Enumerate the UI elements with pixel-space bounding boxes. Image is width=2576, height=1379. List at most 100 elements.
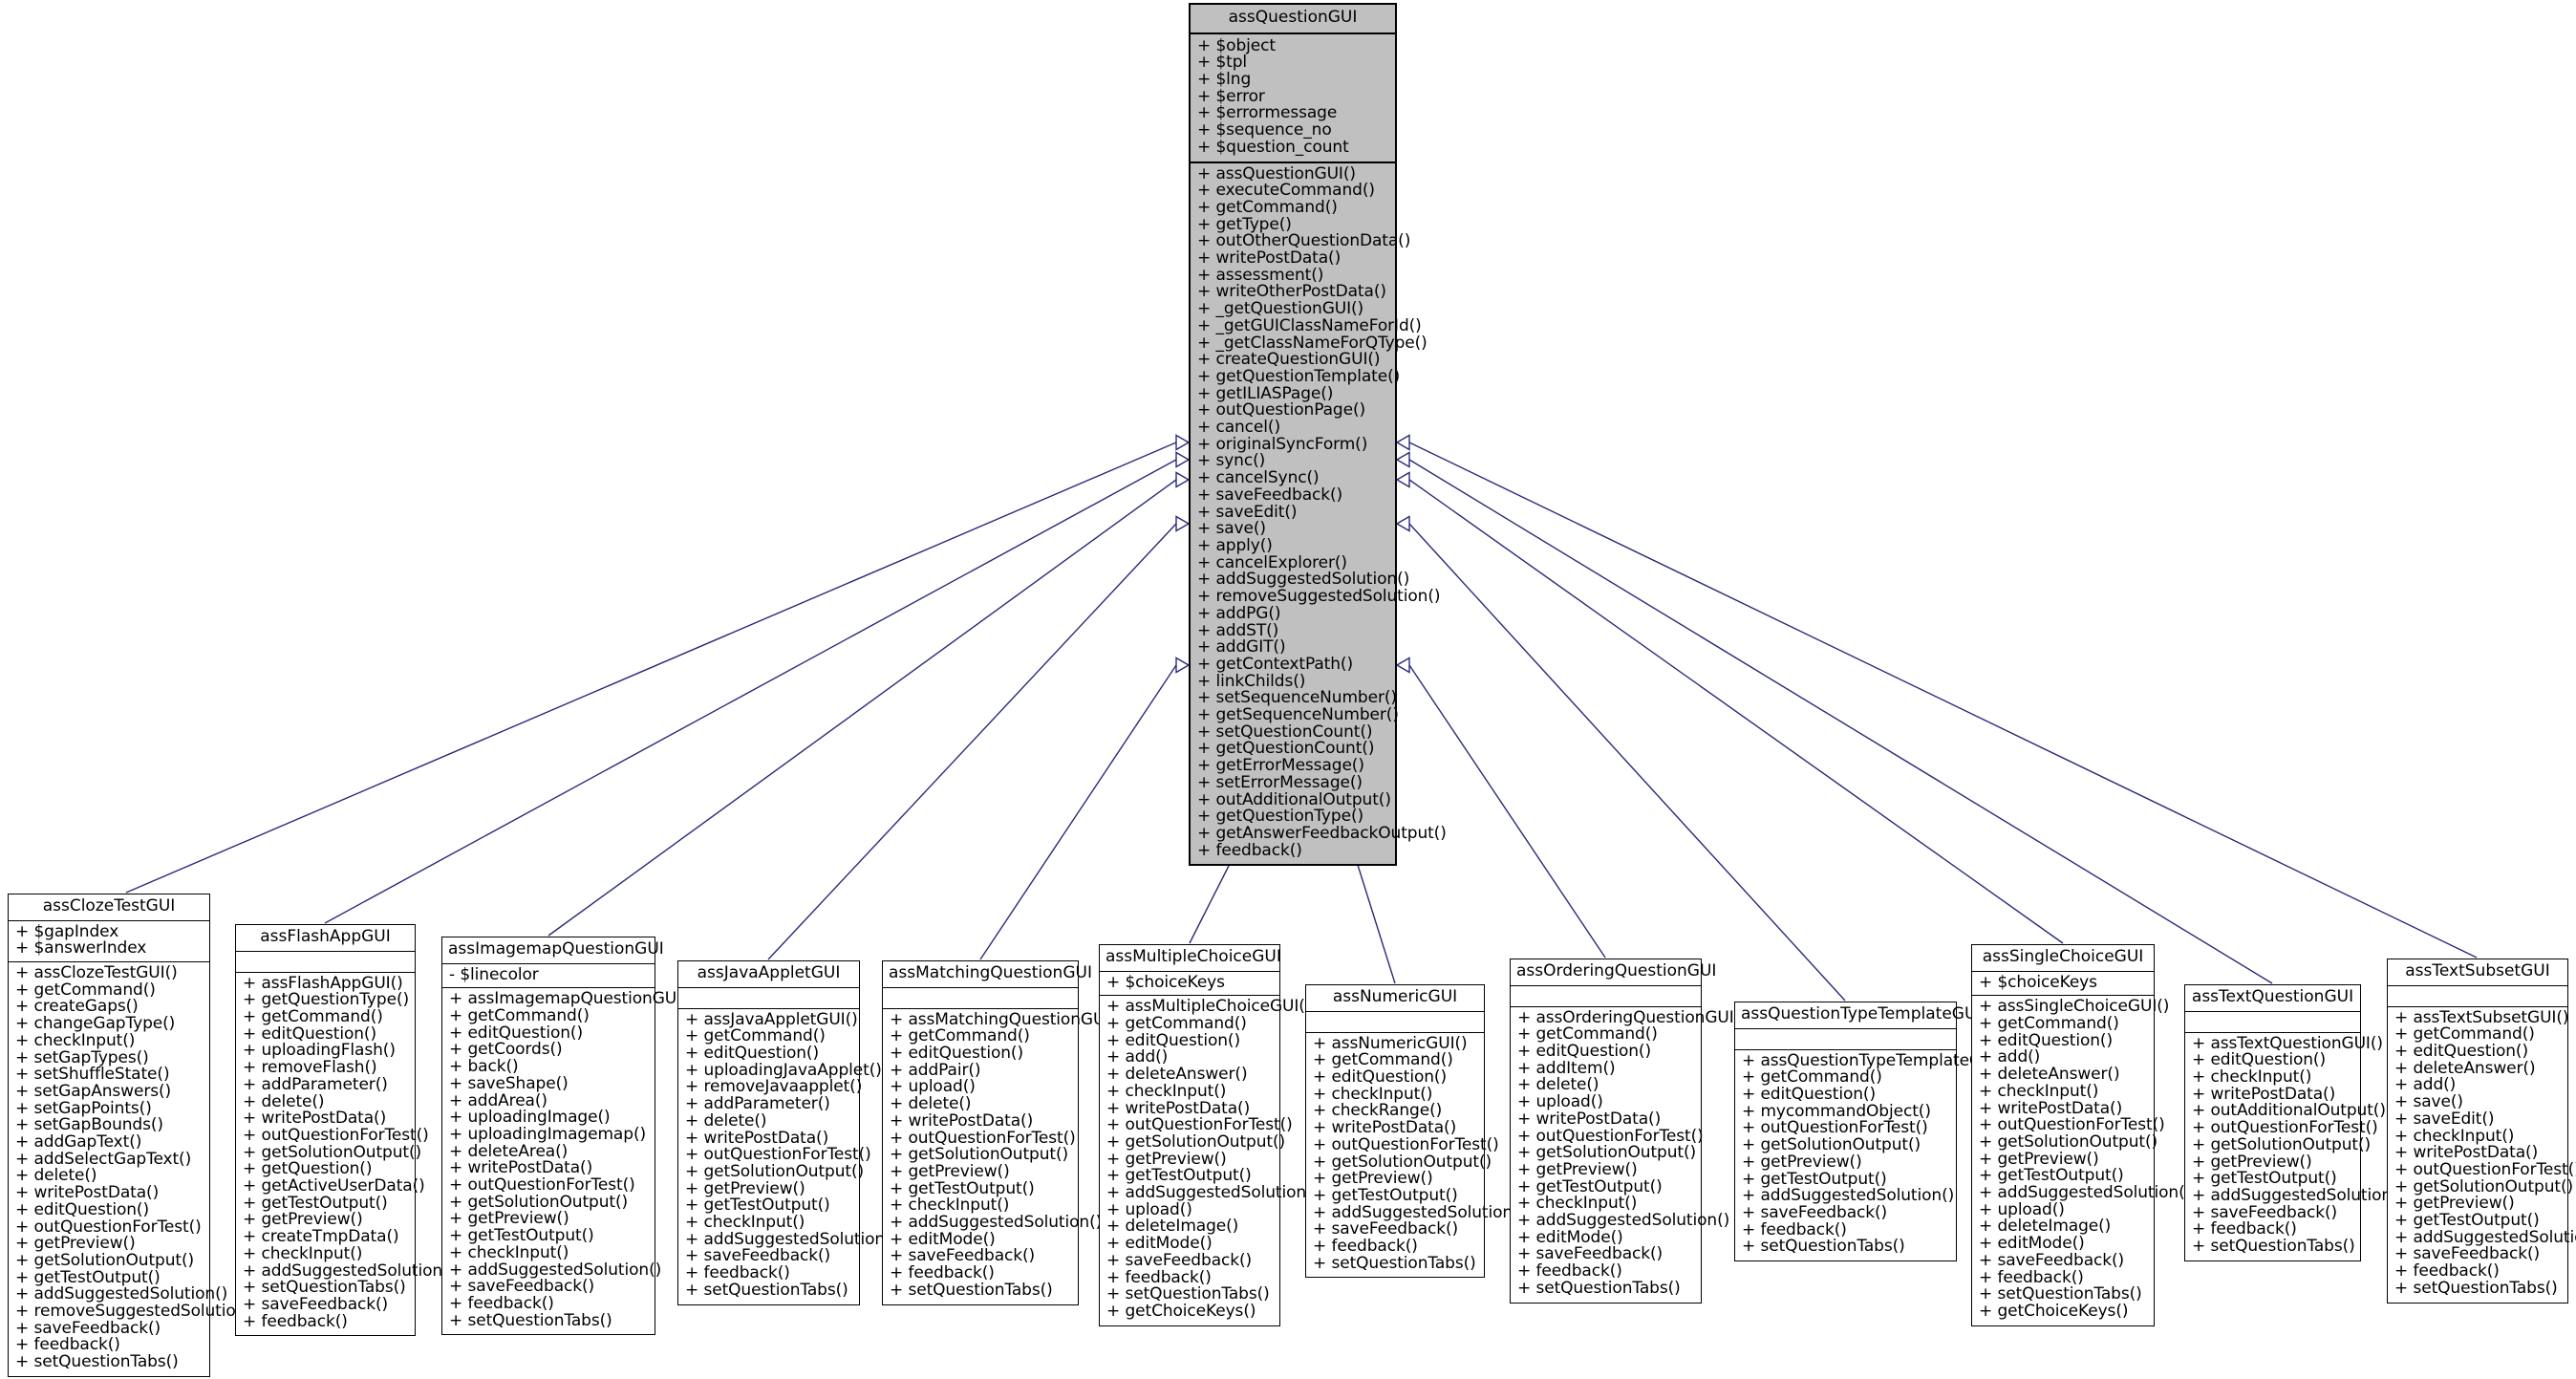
class-operations-assQuestionTypeTemplateGUI: + assQuestionTypeTemplateGUI()+ getComma…: [1735, 1050, 2010, 1260]
operation-row: + uploadingImage(): [449, 1108, 611, 1128]
operation-row: + getCommand(): [2394, 1024, 2535, 1045]
operation-row: + saveFeedback(): [1106, 1250, 1253, 1270]
attribute-row: + $gapIndex: [15, 921, 119, 941]
class-title-assMultipleChoiceGUI: assMultipleChoiceGUI: [1100, 945, 1281, 972]
operation-row: + getTestOutput(): [15, 1267, 161, 1287]
class-title-assQuestionTypeTemplateGUI: assQuestionTypeTemplateGUI: [1735, 1002, 1981, 1029]
operation-row: + addGIT(): [1197, 637, 1286, 657]
operation-row: + getSolutionOutput(): [1106, 1131, 1286, 1152]
class-title-assTextSubsetGUI: assTextSubsetGUI: [2388, 959, 2567, 986]
class-operations-assNumericGUI: + assNumericGUI()+ getCommand()+ editQue…: [1306, 1033, 1525, 1278]
uml-class-assQuestionGUI[interactable]: assQuestionGUI+ $object+ $tpl+ $lng+ $er…: [1189, 3, 1447, 867]
operation-row: + setQuestionTabs(): [1106, 1284, 1270, 1304]
class-title-assQuestionGUI: assQuestionGUI: [1191, 5, 1395, 34]
operation-row: + outOtherQuestionData(): [1197, 231, 1411, 251]
operation-row: + addSuggestedSolution(): [449, 1260, 662, 1280]
operation-row: + setQuestionTabs(): [1742, 1237, 1905, 1257]
operation-row: + checkInput(): [15, 1030, 136, 1050]
generalization-arrowhead: [1175, 657, 1191, 674]
operation-row: + createTmpData(): [243, 1227, 399, 1247]
operation-row: + setGapPoints(): [15, 1098, 152, 1118]
operation-row: + checkInput(): [449, 1242, 569, 1262]
operation-row: + setQuestionTabs(): [1979, 1284, 2142, 1304]
uml-class-assQuestionTypeTemplateGUI[interactable]: assQuestionTypeTemplateGUI + assQuestionT…: [1734, 1002, 2010, 1262]
operation-row: + setQuestionTabs(): [15, 1352, 179, 1372]
operation-row: + getPreview(): [1106, 1149, 1227, 1169]
operation-row: + assImagemapQuestionGUI(): [449, 989, 695, 1009]
operation-row: + writePostData(): [685, 1128, 829, 1148]
operation-row: + getCommand(): [1197, 197, 1338, 217]
operation-row: + getPreview(): [890, 1161, 1010, 1181]
operation-row: + editQuestion(): [1313, 1067, 1447, 1087]
operation-row: + getPreview(): [1742, 1152, 1862, 1172]
operation-row: + outAdditionalOutput(): [2192, 1101, 2386, 1121]
operation-row: + setGapBounds(): [15, 1115, 163, 1135]
uml-class-assFlashAppGUI[interactable]: assFlashAppGUI+ assFlashAppGUI()+ getQue…: [235, 924, 455, 1337]
operation-row: + getCommand(): [1979, 1014, 2119, 1033]
operation-row: + upload(): [1979, 1199, 2065, 1219]
operation-row: + assSingleChoiceGUI(): [1979, 997, 2170, 1017]
uml-class-assSingleChoiceGUI[interactable]: assSingleChoiceGUI+ $choiceKeys+ assSing…: [1971, 944, 2191, 1326]
operation-row: + setShuffleState(): [15, 1065, 170, 1085]
operation-row: + outAdditionalOutput(): [1197, 789, 1391, 809]
operation-row: + removeSuggestedSolution(): [15, 1302, 259, 1322]
class-operations-assTextSubsetGUI: + assTextSubsetGUI()+ getCommand()+ edit…: [2388, 1007, 2576, 1303]
uml-class-assMatchingQuestionGUI[interactable]: assMatchingQuestionGUI+ assMatchingQuest…: [882, 960, 1122, 1305]
uml-class-assClozeTestGUI[interactable]: assClozeTestGUI+ $gapIndex+ $answerIndex…: [8, 894, 259, 1377]
uml-class-assNumericGUI[interactable]: assNumericGUI+ assNumericGUI()+ getComma…: [1305, 984, 1525, 1279]
uml-class-assJavaAppletGUI[interactable]: assJavaAppletGUI+ assJavaAppletGUI()+ ge…: [677, 960, 897, 1305]
operation-row: + getSolutionOutput(): [2192, 1134, 2372, 1154]
operation-row: + assFlashAppGUI(): [243, 973, 403, 993]
operation-row: + deleteAnswer(): [2394, 1058, 2536, 1078]
operation-row: + cancelSync(): [1197, 468, 1320, 488]
operation-row: + writePostData(): [890, 1110, 1034, 1131]
operation-row: + uploadingImagemap(): [449, 1124, 647, 1144]
operation-row: + getCoords(): [449, 1040, 563, 1060]
operation-row: + getCommand(): [1742, 1067, 1882, 1088]
uml-class-assTextQuestionGUI[interactable]: assTextQuestionGUI+ assTextQuestionGUI()…: [2184, 984, 2404, 1261]
operation-row: + feedback(): [2394, 1261, 2500, 1282]
uml-class-assOrderingQuestionGUI[interactable]: assOrderingQuestionGUI+ assOrderingQuest…: [1510, 959, 1747, 1304]
operation-row: + getSequenceNumber(): [1197, 705, 1399, 725]
operation-row: + deleteAnswer(): [1106, 1065, 1248, 1085]
class-title-assJavaAppletGUI: assJavaAppletGUI: [678, 961, 859, 988]
operation-row: + outQuestionForTest(): [890, 1128, 1076, 1148]
generalization-arrowhead: [1395, 434, 1410, 451]
generalization-arrowhead: [1395, 451, 1410, 468]
inheritance-edge-assJavaAppletGUI: [767, 515, 1191, 960]
attribute-row: + $answerIndex: [15, 938, 147, 959]
operation-row: + getAnswerFeedbackOutput(): [1197, 823, 1447, 843]
operation-row: + getTestOutput(): [1313, 1185, 1458, 1205]
uml-class-assTextSubsetGUI[interactable]: assTextSubsetGUI + assTextSubsetGUI()+ ge…: [2387, 959, 2576, 1304]
operation-row: + editQuestion(): [685, 1044, 819, 1063]
operation-row: + checkInput(): [1313, 1084, 1433, 1104]
operation-row: + deleteImage(): [1979, 1217, 2112, 1237]
class-title-assSingleChoiceGUI: assSingleChoiceGUI: [1972, 945, 2154, 972]
operation-row: + add(): [2394, 1075, 2457, 1095]
class-attributes-assClozeTestGUI: + $gapIndex+ $answerIndex: [9, 921, 209, 962]
operation-row: + addPair(): [890, 1060, 981, 1080]
operation-row: + editQuestion(): [1742, 1085, 1876, 1104]
uml-class-assImagemapQuestionGUI[interactable]: assImagemapQuestionGUI- $linecolor+ assI…: [441, 937, 695, 1336]
inheritance-edge-assMatchingQuestionGUI: [979, 657, 1191, 960]
operation-row: + outQuestionForTest(): [1742, 1118, 1928, 1138]
inheritance-edge-assTextSubsetGUI: [1395, 434, 2478, 959]
operation-row: + editQuestion(): [1517, 1042, 1651, 1061]
operation-row: + writePostData(): [243, 1109, 387, 1129]
operation-row: + addSuggestedSolution(): [1197, 570, 1410, 590]
operation-row: + editQuestion(): [1979, 1030, 2113, 1050]
class-attributes-assQuestionGUI: + $object+ $tpl+ $lng+ $error+ $errormes…: [1191, 34, 1395, 163]
operation-row: + setQuestionTabs(): [2394, 1278, 2558, 1298]
operation-row: + delete(): [243, 1091, 325, 1111]
attribute-row: + $errormessage: [1197, 103, 1338, 123]
operation-row: + getILIASPage(): [1197, 383, 1334, 403]
operation-row: + getTestOutput(): [2192, 1169, 2337, 1189]
class-operations-assSingleChoiceGUI: + assSingleChoiceGUI()+ getCommand()+ ed…: [1972, 996, 2191, 1325]
class-title-assMatchingQuestionGUI: assMatchingQuestionGUI: [883, 961, 1092, 988]
operation-row: + upload(): [1106, 1199, 1192, 1219]
operation-row: + upload(): [1517, 1092, 1603, 1112]
operation-row: + editQuestion(): [1106, 1030, 1240, 1050]
operation-row: + getQuestion(): [243, 1159, 373, 1179]
operation-row: + outQuestionForTest(): [1106, 1115, 1293, 1135]
uml-class-assMultipleChoiceGUI[interactable]: assMultipleChoiceGUI+ $choiceKeys+ assMu…: [1099, 944, 1319, 1326]
